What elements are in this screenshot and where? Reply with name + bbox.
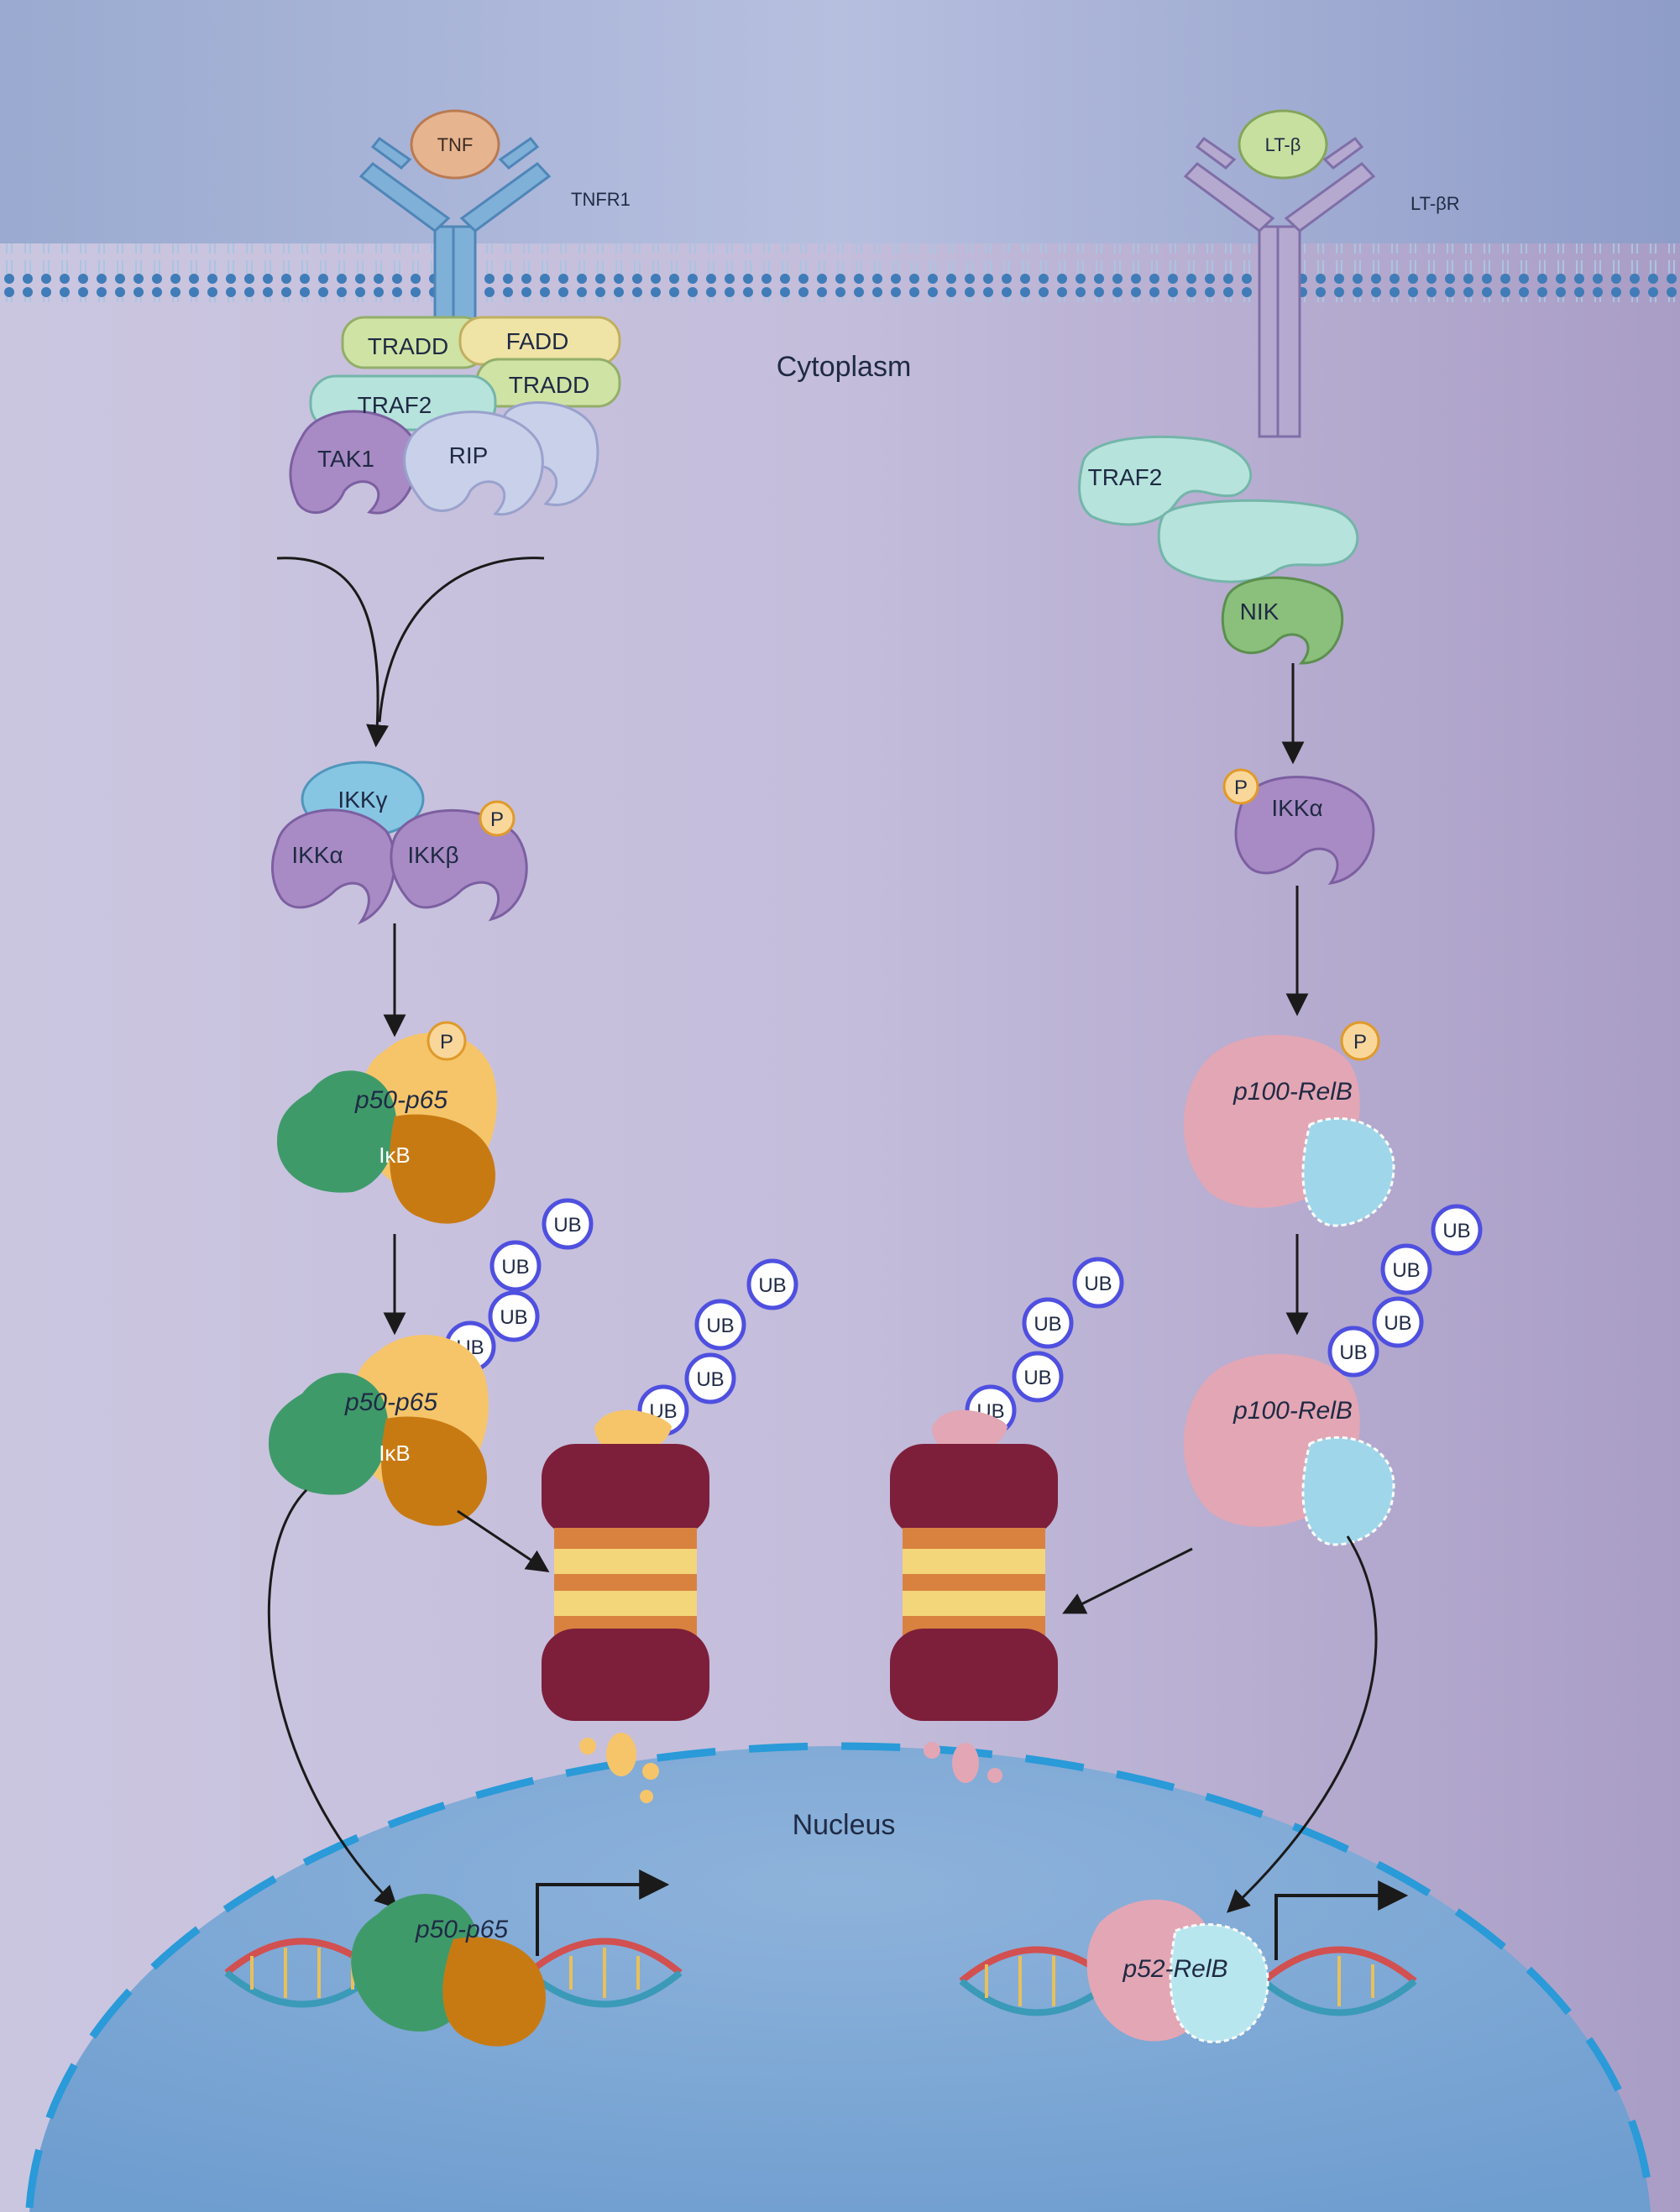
ub-right1-label-3: UB	[1392, 1259, 1420, 1282]
complex1-phospho-label: P	[440, 1031, 453, 1054]
ikk-alpha-right	[1222, 768, 1375, 886]
ub-chain-right-1	[1327, 1204, 1483, 1378]
lt-beta-receptor	[1183, 136, 1376, 438]
ikk-alpha-left-label: IKKα	[291, 842, 343, 868]
traf2-right-label: TRAF2	[1088, 464, 1163, 490]
ub-chain1-label-2: UB	[500, 1306, 527, 1329]
traf2-right	[1078, 435, 1359, 583]
nik-label: NIK	[1240, 599, 1280, 625]
ikk-phospho-label: P	[490, 808, 504, 831]
ub-chain1-label-4: UB	[553, 1214, 581, 1237]
p100-relb-complex-2	[1184, 1353, 1395, 1546]
tnf-label: TNF	[437, 134, 474, 155]
tnfr1-label: TNFR1	[571, 189, 631, 210]
complex2-ikb-label: IκB	[379, 1441, 411, 1466]
tak1-label: TAK1	[317, 446, 374, 472]
ub-chain1-label-3: UB	[501, 1256, 529, 1279]
complex1-ikb-label: IκB	[379, 1143, 411, 1168]
nuclear-p52-relb-label: p52-RelB	[1122, 1955, 1227, 1983]
lt-beta-receptor-label: LT-βR	[1410, 193, 1460, 214]
rip-label: RIP	[449, 442, 489, 468]
tradd-right-label: TRADD	[509, 372, 589, 398]
arrow-complex2-to-nucleus	[268, 1488, 398, 1909]
p50-p65-ikb-complex-2	[269, 1335, 489, 1526]
fadd-label: FADD	[506, 328, 569, 354]
tnfr1-receptor	[359, 136, 552, 329]
complex2-label: p50-p65	[344, 1388, 437, 1416]
proteasome-right	[890, 1409, 1058, 1783]
p100-relb-1-label: p100-RelB	[1233, 1078, 1353, 1106]
nuclear-p50-p65-label: p50-p65	[415, 1916, 508, 1943]
ub-chain-left-2	[637, 1258, 798, 1436]
transcription-arrow-right	[1274, 1880, 1409, 1960]
tnf-ligand	[410, 109, 500, 180]
proteasome-left	[542, 1409, 709, 1803]
tnfr1-adaptor-complex	[289, 316, 621, 516]
arrow-p100-to-proteasome	[1062, 1547, 1193, 1614]
ub-right1-label-1: UB	[1339, 1341, 1367, 1364]
ub-right1-label-4: UB	[1442, 1220, 1470, 1242]
lt-beta-label: LT-β	[1265, 134, 1301, 155]
ikk-beta-label: IKKβ	[407, 842, 458, 868]
transcription-arrow-left	[536, 1869, 670, 1956]
ub-right1-label-2: UB	[1384, 1312, 1411, 1335]
plasma-membrane	[0, 243, 1680, 302]
p100-relb-complex-1	[1184, 1021, 1395, 1227]
ub-chain2-label-4: UB	[758, 1274, 786, 1297]
ub-chain2-label-2: UB	[696, 1368, 724, 1391]
nucleus	[25, 1742, 1655, 2212]
p100-relb-1-phospho: P	[1353, 1031, 1367, 1054]
arrow-adaptors-to-ikk	[276, 557, 390, 748]
ub-right2-label-4: UB	[1084, 1273, 1112, 1295]
tradd-left-label: TRADD	[368, 333, 448, 359]
ikk-gamma-label: IKKγ	[338, 787, 387, 813]
nucleus-label: Nucleus	[793, 1809, 896, 1841]
nuclear-p52-relb	[1086, 1899, 1269, 2043]
lt-beta-ligand	[1238, 109, 1328, 180]
extracellular-space	[0, 0, 1680, 243]
traf2-left-label: TRAF2	[358, 392, 432, 418]
ikk-complex	[271, 761, 528, 925]
complex1-label: p50-p65	[354, 1086, 447, 1114]
p100-relb-2-label: p100-RelB	[1233, 1397, 1353, 1425]
ikk-alpha-right-phospho: P	[1234, 777, 1248, 799]
arrow-right-converge	[378, 557, 545, 723]
p50-p65-ikb-complex-1	[277, 1021, 497, 1224]
arrow-complex2-to-proteasome	[457, 1509, 550, 1572]
ub-right2-label-3: UB	[1034, 1313, 1061, 1336]
nik-protein	[1221, 576, 1344, 665]
ub-right2-label-2: UB	[1023, 1367, 1051, 1389]
cytoplasm-label: Cytoplasm	[777, 351, 912, 383]
ub-chain2-label-3: UB	[706, 1315, 734, 1337]
nuclear-p50-p65	[351, 1894, 546, 2047]
arrow-p100-to-nucleus	[1227, 1535, 1378, 1913]
ikk-alpha-right-label: IKKα	[1271, 795, 1322, 821]
